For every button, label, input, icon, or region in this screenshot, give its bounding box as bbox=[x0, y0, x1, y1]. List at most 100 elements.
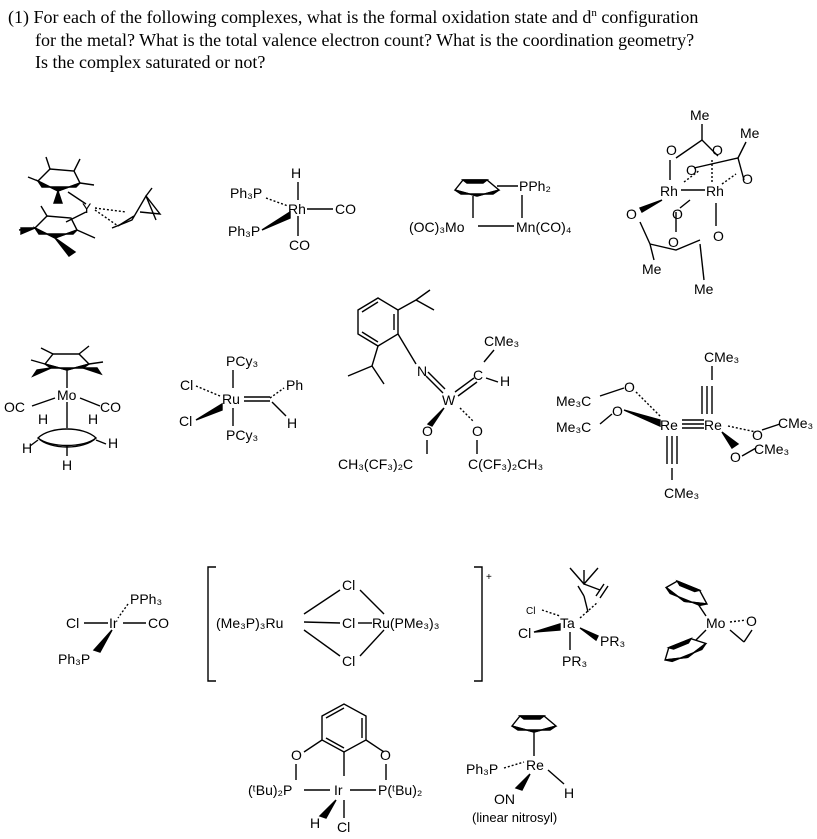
label-mo: Mo bbox=[57, 387, 77, 403]
label-cl-mid: Cl bbox=[342, 615, 355, 631]
question-line-1b: configuration bbox=[596, 7, 699, 27]
label-cl: Cl bbox=[66, 615, 79, 631]
label-oc3mo: (OC)₃Mo bbox=[409, 219, 465, 235]
complex-ruthenium-carbene: PCy₃ Cl Ru Cl Ph H PCy₃ bbox=[179, 353, 303, 443]
label-h-4: H bbox=[108, 435, 118, 451]
label-o-2: O bbox=[612, 403, 623, 419]
complex-rhodium-hydride: H Ph₃P Rh CO Ph₃P CO bbox=[228, 165, 356, 253]
label-c: C bbox=[473, 367, 483, 383]
label-tbu2p: (ᵗBu)₂P bbox=[248, 782, 292, 798]
label-o-2: O bbox=[472, 423, 483, 439]
label-pph2: PPh₂ bbox=[519, 178, 551, 194]
label-ir: Ir bbox=[109, 615, 118, 631]
label-ccf32ch3: C(CF₃)₂CH₃ bbox=[468, 456, 543, 472]
label-me-3: Me bbox=[642, 261, 662, 277]
label-n: N bbox=[417, 363, 427, 379]
label-rh-2: Rh bbox=[706, 183, 724, 199]
label-cl-1: Cl bbox=[526, 606, 535, 617]
label-re: Re bbox=[526, 757, 544, 773]
label-on: ON bbox=[494, 791, 515, 807]
label-cl-2: Cl bbox=[518, 625, 531, 641]
label-me-1: Me bbox=[690, 107, 710, 123]
label-o-1: O bbox=[291, 747, 302, 763]
label-o-2: O bbox=[712, 142, 723, 158]
complex-iridium-pincer: O O (ᵗBu)₂P Ir P(ᵗBu)₂ H Cl bbox=[248, 703, 422, 835]
label-ph3p-top: Ph₃P bbox=[230, 185, 262, 201]
label-pr3-1: PR₃ bbox=[600, 633, 625, 649]
label-mnco4: Mn(CO)₄ bbox=[516, 219, 572, 235]
label-o-4: O bbox=[730, 449, 741, 465]
label-cme3-right: CMe₃ bbox=[778, 415, 813, 431]
label-me3p3ru: (Me₃P)₃Ru bbox=[216, 615, 283, 631]
label-o-3: O bbox=[752, 427, 763, 443]
question-number: (1) bbox=[8, 7, 29, 27]
label-cme3-right-2: CMe₃ bbox=[754, 441, 789, 457]
label-cme3: CMe₃ bbox=[484, 333, 519, 349]
label-ch3cf32c: CH₃(CF₃)₂C bbox=[338, 456, 413, 472]
label-cl-top: Cl bbox=[342, 577, 355, 593]
label-pcy3-bottom: PCy₃ bbox=[226, 427, 258, 443]
question-line-1a: For each of the following complexes, wha… bbox=[33, 7, 592, 27]
label-oc: OC bbox=[4, 399, 25, 415]
label-h-1: H bbox=[38, 411, 48, 427]
label-w: W bbox=[442, 392, 456, 408]
label-ru: Ru bbox=[222, 391, 240, 407]
label-h-3: H bbox=[22, 440, 32, 456]
label-o-2: O bbox=[380, 747, 391, 763]
complex-cp-star-yttrium: Y bbox=[18, 156, 162, 257]
label-pr3-2: PR₃ bbox=[562, 653, 587, 669]
complex-diruthenium-cation: + Cl (Me₃P)₃Ru Cl Ru(PMe₃)₃ Cl bbox=[207, 566, 492, 682]
label-co-right: CO bbox=[335, 201, 356, 217]
label-ptbu2: P(ᵗBu)₂ bbox=[378, 782, 422, 798]
label-h: H bbox=[310, 815, 320, 831]
label-o-8: O bbox=[713, 228, 724, 244]
superscript-n: n bbox=[591, 7, 597, 19]
label-rh: Rh bbox=[288, 201, 306, 217]
label-o-3: O bbox=[686, 162, 697, 178]
question-text: (1) For each of the following complexes,… bbox=[8, 6, 808, 74]
label-h: H bbox=[564, 785, 574, 801]
label-h-5: H bbox=[62, 457, 72, 473]
label-co: CO bbox=[148, 615, 169, 631]
label-y: Y bbox=[82, 200, 92, 216]
label-rupme33: Ru(PMe₃)₃ bbox=[372, 615, 439, 631]
label-rh-1: Rh bbox=[660, 183, 678, 199]
complex-tantalum: Cl Ta Cl PR₃ PR₃ bbox=[518, 567, 625, 669]
question-line-3: Is the complex saturated or not? bbox=[35, 52, 266, 72]
label-linear-nitrosyl: (linear nitrosyl) bbox=[472, 810, 557, 825]
complex-vaska: PPh₃ Cl Ir CO Ph₃P bbox=[58, 591, 169, 667]
label-cl-bottom: Cl bbox=[342, 653, 355, 669]
label-ir: Ir bbox=[334, 782, 343, 798]
label-me3c-2: Me₃C bbox=[556, 419, 591, 435]
label-me-4: Me bbox=[694, 281, 714, 297]
label-ph: Ph bbox=[286, 377, 303, 393]
complex-rhodium-acetate-dimer: Me Me O O O O Rh Rh O O O O Me Me bbox=[626, 107, 760, 297]
label-ph3p-bottom: Ph₃P bbox=[228, 223, 260, 239]
label-cme3-top: CMe₃ bbox=[704, 349, 739, 365]
label-o-4: O bbox=[742, 171, 753, 187]
label-re-1: Re bbox=[660, 417, 678, 433]
label-cl-2: Cl bbox=[179, 413, 192, 429]
label-h: H bbox=[500, 373, 510, 389]
label-o-5: O bbox=[626, 206, 637, 222]
complex-mo-mn-bimetallic: PPh₂ (OC)₃Mo Mn(CO)₄ bbox=[409, 178, 572, 235]
label-ph3p: Ph₃P bbox=[58, 651, 90, 667]
label-co-bottom: CO bbox=[289, 237, 310, 253]
label-o-6: O bbox=[672, 206, 683, 222]
label-pcy3-top: PCy₃ bbox=[226, 353, 258, 369]
label-o-1: O bbox=[624, 379, 635, 395]
label-o-1: O bbox=[666, 142, 677, 158]
label-cl-1: Cl bbox=[180, 377, 193, 393]
complex-rhenium-nitrosyl: Ph₃P Re H ON (linear nitrosyl) bbox=[466, 715, 574, 825]
label-ph3p: Ph₃P bbox=[466, 761, 498, 777]
label-plus: + bbox=[486, 572, 492, 583]
complex-schrock-tungsten: N W C CMe₃ H O CH₃(CF₃)₂C O C(CF₃)₂CH₃ bbox=[338, 289, 543, 472]
label-me3c-1: Me₃C bbox=[556, 393, 591, 409]
label-mo: Mo bbox=[706, 615, 726, 631]
label-h: H bbox=[287, 415, 297, 431]
label-cl: Cl bbox=[337, 819, 350, 835]
question-line-2: for the metal? What is the total valence… bbox=[35, 29, 695, 50]
label-o-7: O bbox=[668, 234, 679, 250]
label-h: H bbox=[291, 165, 301, 181]
